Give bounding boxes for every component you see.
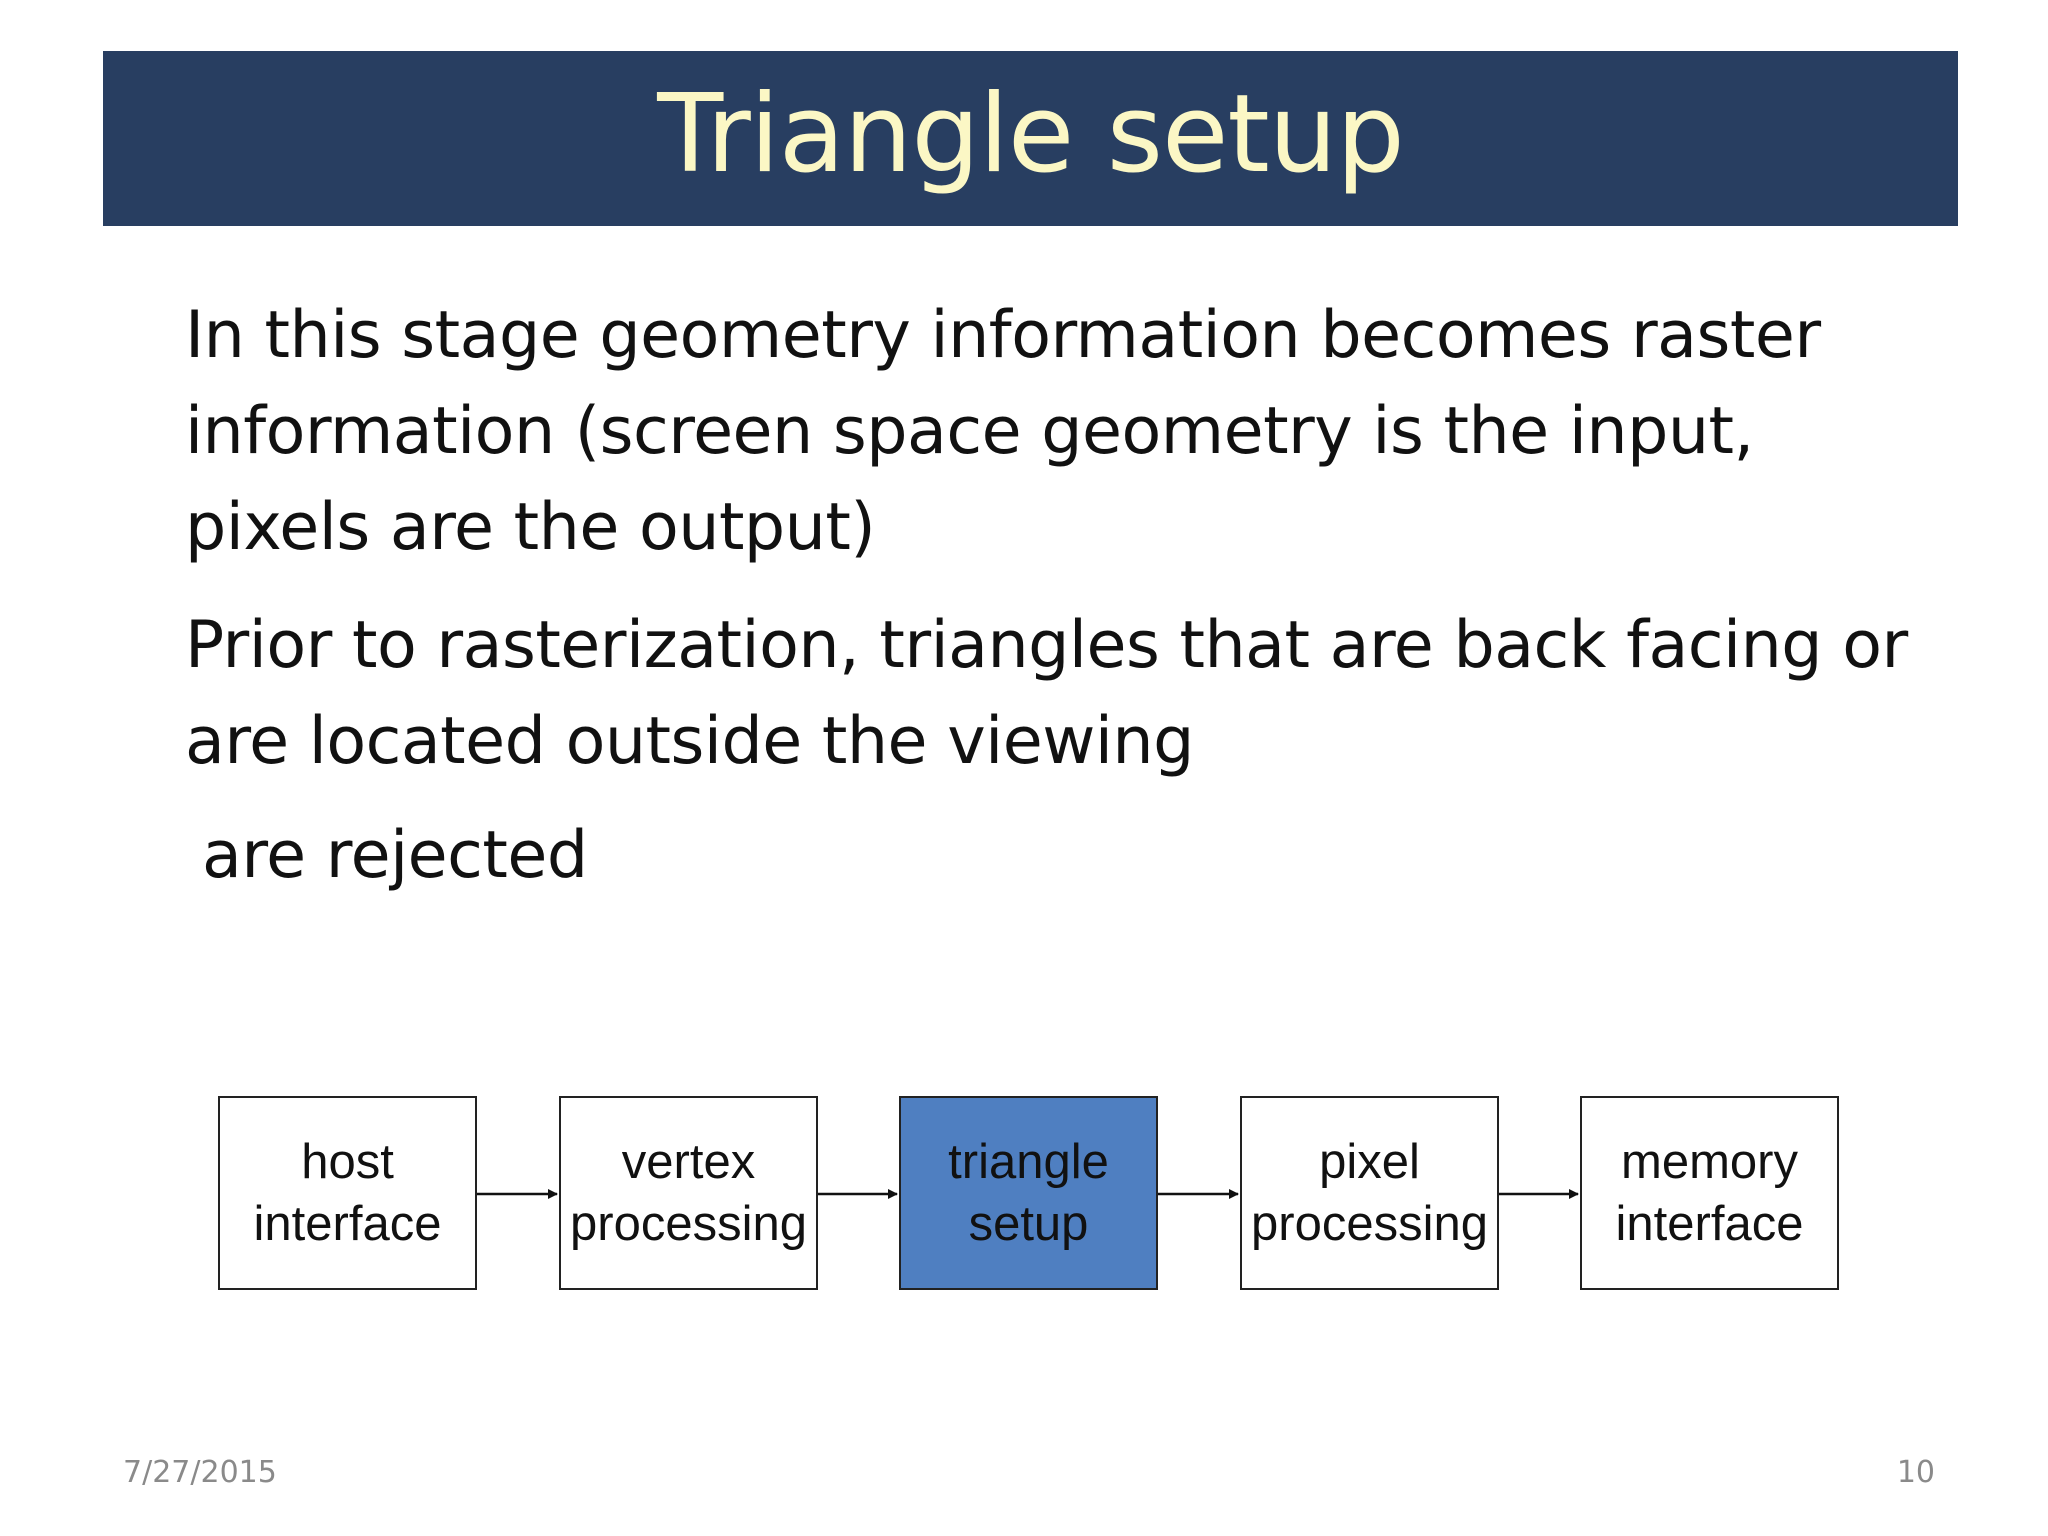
paragraph-line: information (screen space geometry is th… bbox=[185, 394, 1754, 469]
paragraph-line: In this stage geometry information becom… bbox=[185, 298, 1821, 373]
title-bar: Triangle setup bbox=[103, 51, 1958, 226]
stage-label: triangle bbox=[948, 1135, 1109, 1189]
stage-vertex-processing: vertex processing bbox=[559, 1096, 818, 1290]
paragraph-line: are rejected bbox=[202, 818, 588, 893]
stage-host-interface: host interface bbox=[218, 1096, 477, 1290]
paragraph-line: are located outside the viewing bbox=[185, 704, 1194, 779]
paragraph-2: Prior to rasterization, triangles that a… bbox=[185, 598, 1985, 790]
stage-label: interface bbox=[1615, 1197, 1804, 1251]
paragraph-1: In this stage geometry information becom… bbox=[185, 288, 1985, 576]
footer-date: 7/27/2015 bbox=[123, 1455, 277, 1490]
paragraph-3: are rejected bbox=[202, 808, 2002, 904]
paragraph-line: pixels are the output) bbox=[185, 490, 876, 565]
paragraph-line: Prior to rasterization, triangles that a… bbox=[185, 608, 1908, 683]
stage-label: pixel bbox=[1319, 1135, 1420, 1189]
stage-pixel-processing: pixel processing bbox=[1240, 1096, 1499, 1290]
page-number: 10 bbox=[1896, 1455, 1935, 1490]
slide-title: Triangle setup bbox=[657, 71, 1405, 197]
stage-triangle-setup: triangle setup bbox=[899, 1096, 1158, 1290]
stage-label: processing bbox=[1251, 1197, 1488, 1251]
stage-label: processing bbox=[570, 1197, 807, 1251]
stage-label: vertex bbox=[621, 1135, 756, 1189]
stage-label: interface bbox=[253, 1197, 442, 1251]
stage-label: host bbox=[301, 1135, 394, 1189]
stage-memory-interface: memory interface bbox=[1580, 1096, 1839, 1290]
stage-label: setup bbox=[968, 1197, 1089, 1251]
stage-label: memory bbox=[1621, 1135, 1798, 1189]
